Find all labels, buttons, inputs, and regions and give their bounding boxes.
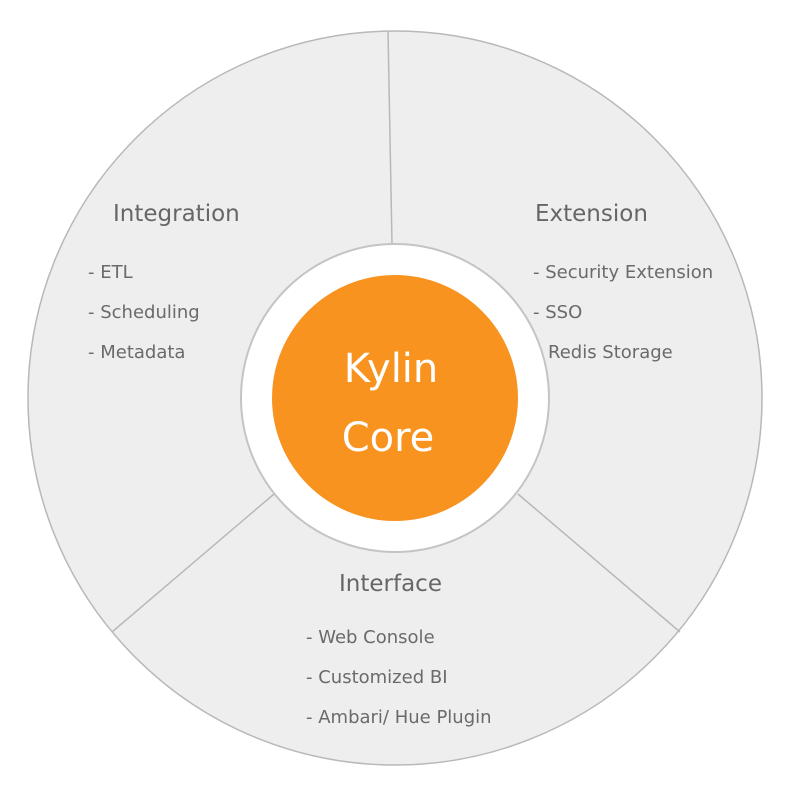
divider-integration-interface <box>111 493 275 633</box>
core-label-line2: Core <box>342 415 435 461</box>
core-label-line1: Kylin <box>344 346 439 392</box>
segment-item: - ETL <box>88 262 133 283</box>
kylin-core-circle <box>272 275 518 521</box>
divider-integration-extension <box>387 30 393 245</box>
segment-integration: Integration - ETL - Scheduling - Metadat… <box>88 201 240 363</box>
segment-item: - SSO <box>533 302 582 323</box>
segment-item: - Scheduling <box>88 302 200 323</box>
segment-item: - Customized BI <box>306 667 448 688</box>
segment-item: - Security Extension <box>533 262 713 283</box>
segment-item: - Ambari/ Hue Plugin <box>306 707 492 728</box>
segment-extension: Extension - Security Extension - SSO Red… <box>533 201 713 363</box>
segment-item: - Metadata <box>88 342 185 363</box>
segment-interface: Interface - Web Console - Customized BI … <box>306 571 492 728</box>
segment-title-extension: Extension <box>535 201 648 227</box>
divider-extension-interface <box>517 493 681 633</box>
segment-title-integration: Integration <box>113 201 240 227</box>
segment-item: - Web Console <box>306 627 435 648</box>
segment-item: Redis Storage <box>548 342 673 363</box>
segment-title-interface: Interface <box>339 571 442 597</box>
